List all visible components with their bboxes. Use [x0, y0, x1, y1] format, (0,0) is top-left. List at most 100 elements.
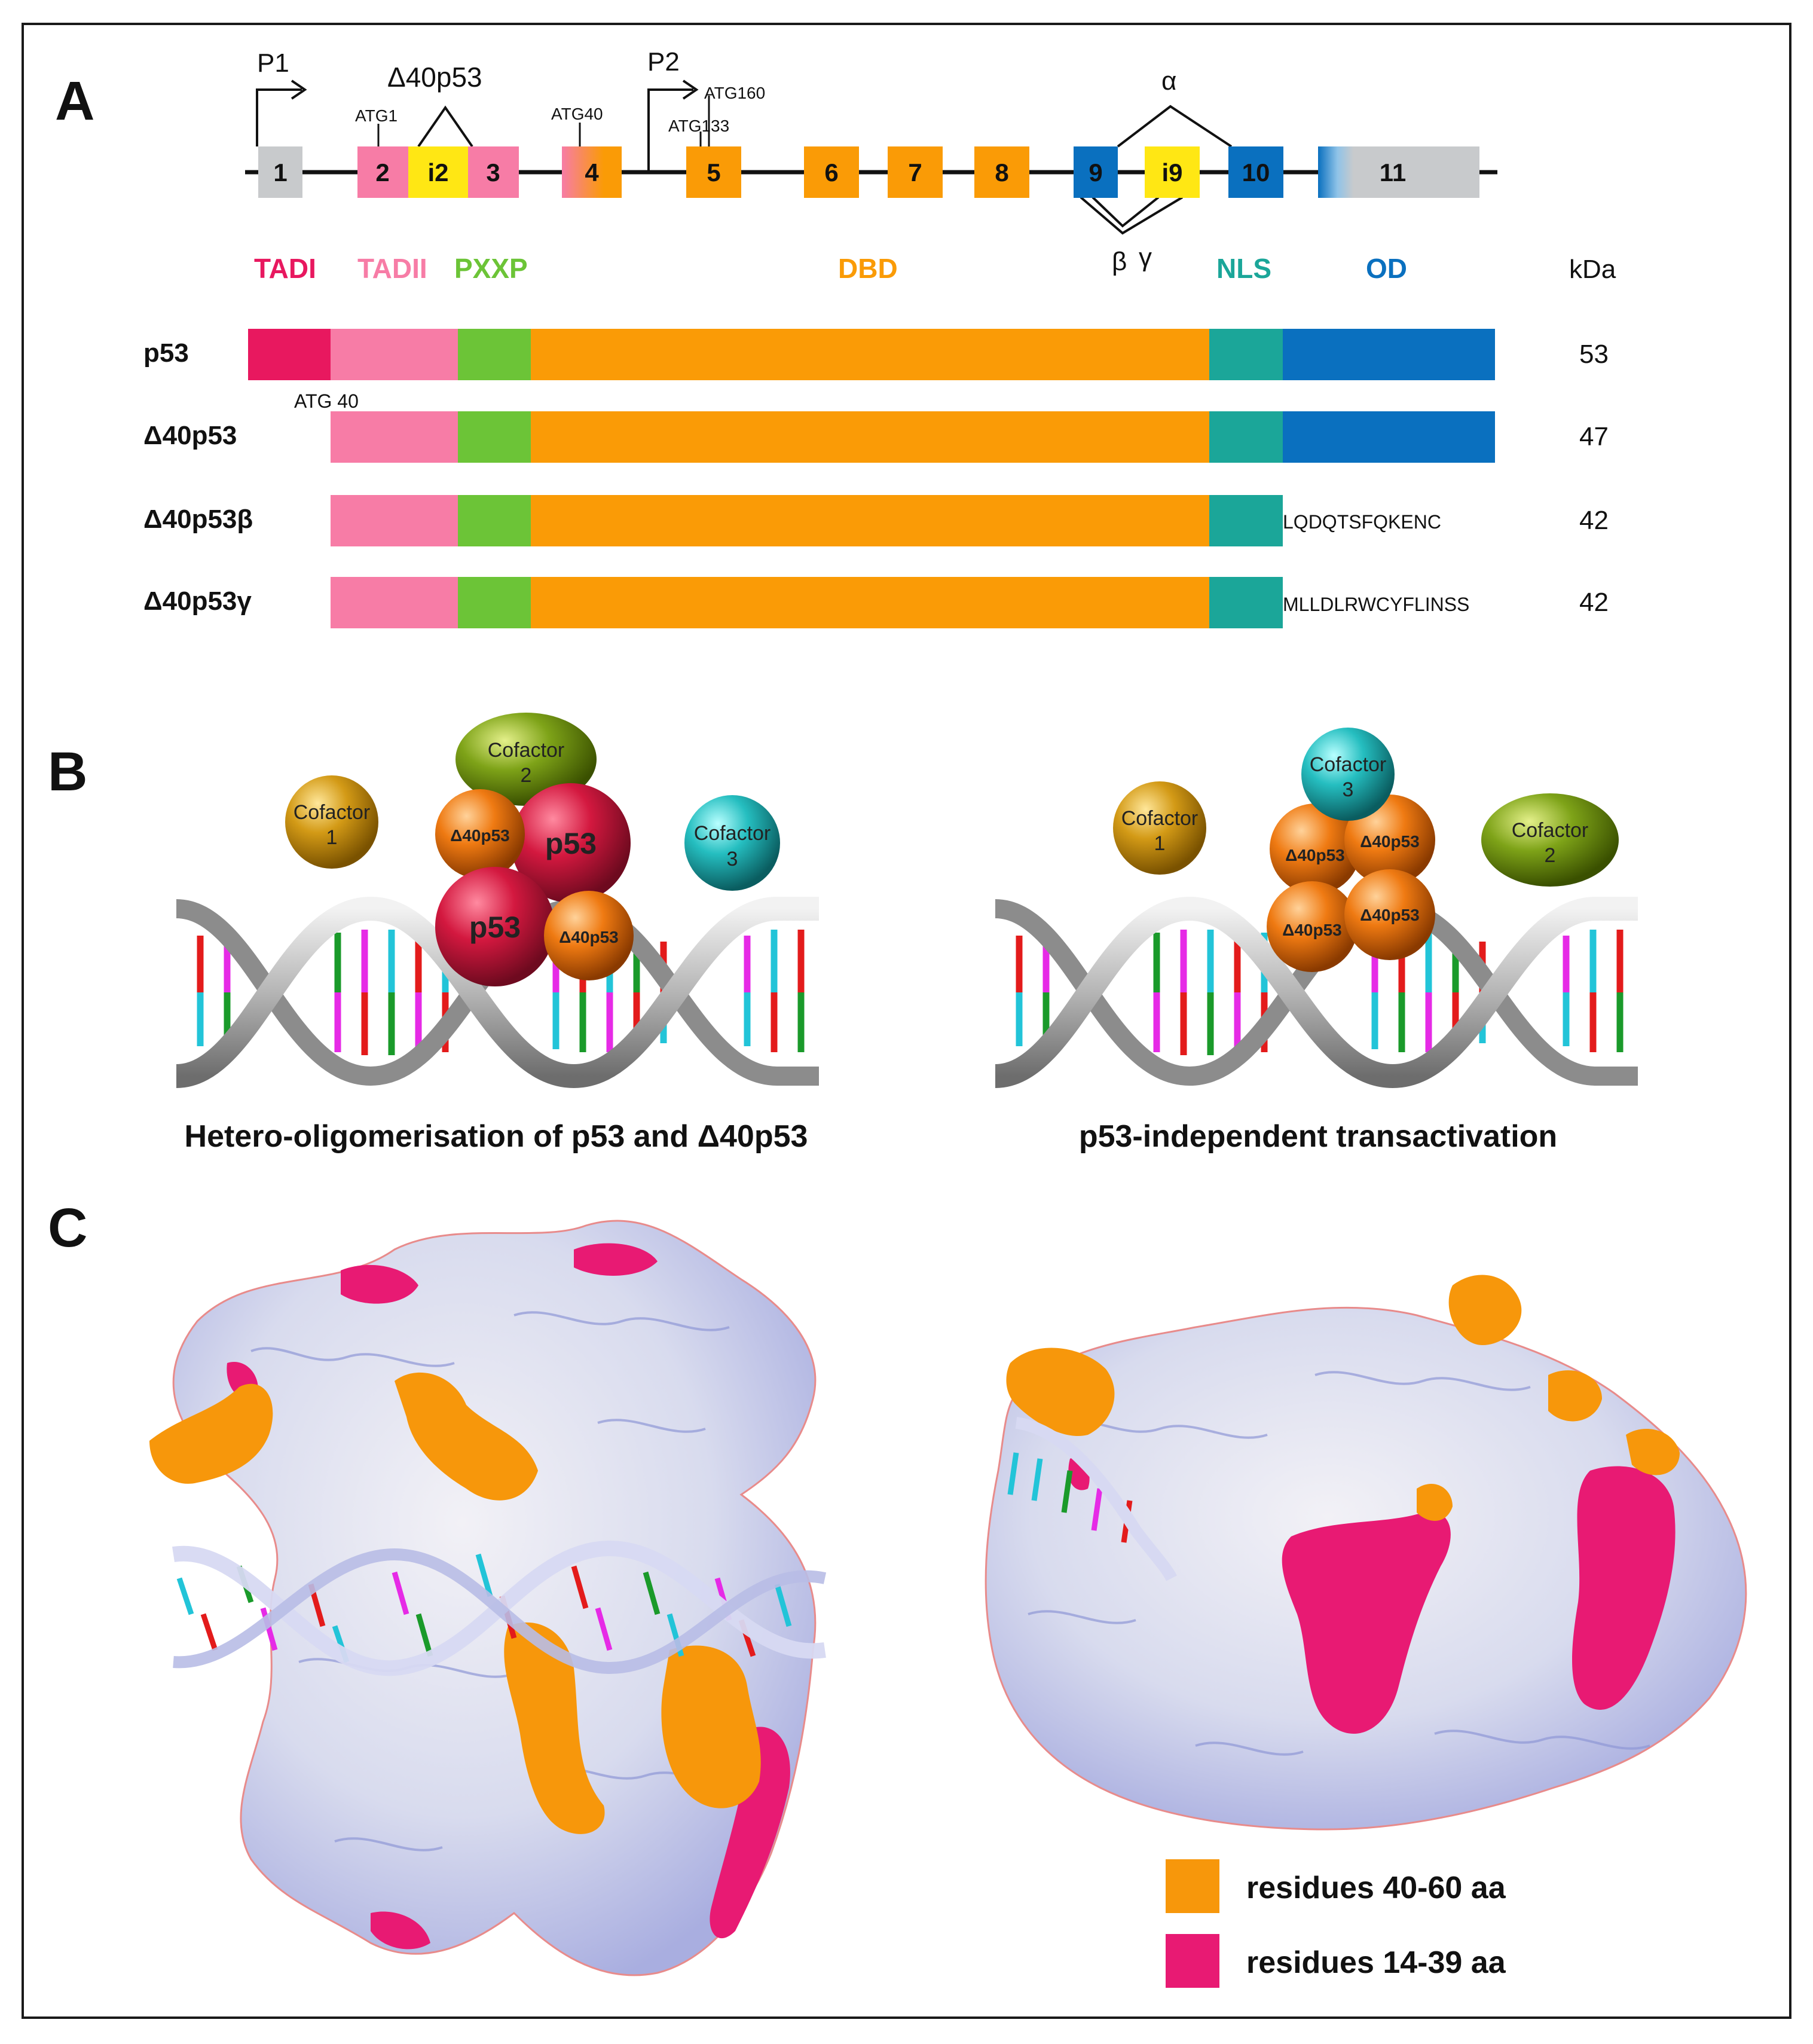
atg40-isoform-label: ATG 40: [294, 390, 359, 412]
caption-right: p53-independent transactivation: [1079, 1119, 1557, 1154]
promoter-p1-arrowhead: [291, 80, 307, 100]
splice-delta40: [417, 105, 473, 148]
exon-label-2: 2: [375, 158, 389, 187]
exon-8: [974, 146, 1029, 198]
cofactor-text: Cofactor: [1121, 807, 1199, 830]
dna-helix-right: [994, 896, 1638, 1089]
panel-a: A P1 P2 Δ40p53 α β γ ATG1 ATG40 ATG160 A…: [55, 47, 1616, 628]
domain-label-tad2: TADII: [357, 253, 427, 284]
isoform-delta40p53-gamma: Δ40p53γ MLLDLRWCYFLINSS 42: [143, 577, 1609, 628]
splice-gamma: [1080, 196, 1184, 235]
p53-ball-lower: p53: [435, 867, 555, 986]
caption-left: Hetero-oligomerisation of p53 and Δ40p53: [185, 1119, 808, 1154]
dna-right-protein: [1007, 1417, 1177, 1581]
p53-label: p53: [545, 827, 597, 860]
bar-nls: [1209, 411, 1283, 463]
exon-label-7: 7: [908, 158, 922, 187]
bar-tad2: [331, 411, 458, 463]
domain-label-pxxp: PXXP: [454, 253, 528, 284]
surface-texture: [1028, 1371, 1650, 1756]
domain-labels: TADI TADII PXXP DBD NLS OD: [254, 253, 1407, 284]
bar-od: [1283, 329, 1495, 380]
cofactor-number: 2: [1545, 844, 1556, 867]
delta40p53-ball-4: Δ40p53: [1344, 869, 1435, 960]
domain-label-nls: NLS: [1216, 253, 1271, 284]
cofactor-3-left: Cofactor 3: [684, 795, 780, 891]
isoform-delta40p53-beta: Δ40p53β LQDQTSFQKENC 42: [143, 495, 1609, 546]
delta40p53-label: Δ40p53: [1360, 832, 1420, 851]
isoform-tail-sequence: LQDQTSFQKENC: [1283, 511, 1441, 533]
cofactor-number: 1: [326, 826, 338, 849]
promoter-p2-arrow: [647, 88, 693, 172]
atg160-label: ATG160: [704, 84, 765, 102]
figure-border: [22, 23, 1791, 2019]
exon-9: [1074, 146, 1118, 198]
bar-dbd: [531, 577, 1209, 628]
panel-label-c: C: [48, 1197, 87, 1258]
exon-label-8: 8: [995, 158, 1008, 187]
delta40p53-label: Δ40p53: [1282, 921, 1342, 939]
exon-label-3: 3: [486, 158, 500, 187]
highlight-14-39-right: [1068, 1458, 1676, 1734]
dna-strand-front: [175, 896, 819, 1089]
exon-boxes: [258, 146, 1479, 198]
splice-beta: [1092, 196, 1160, 228]
delta40p53-ball-lower: Δ40p53: [544, 891, 634, 980]
isoform-kda: 47: [1579, 422, 1609, 451]
isoform-p53: p53 53: [143, 329, 1609, 380]
cofactor-text: Cofactor: [1512, 819, 1589, 842]
exon-label-10: 10: [1242, 158, 1270, 187]
domain-label-dbd: DBD: [838, 253, 898, 284]
domain-label-tad1: TADI: [254, 253, 316, 284]
delta40p53-label: Δ40p53: [450, 826, 510, 845]
bar-tad2: [331, 495, 458, 546]
cofactor-1-left: Cofactor 1: [285, 775, 378, 869]
legend-swatch-40-60: [1166, 1859, 1219, 1913]
splice-delta40-label: Δ40p53: [387, 62, 482, 93]
exon-label-1: 1: [273, 158, 287, 187]
bar-tad2: [331, 577, 458, 628]
exon-i9: [1145, 146, 1200, 198]
delta40p53-label: Δ40p53: [1360, 906, 1420, 924]
promoter-p2-arrowhead: [682, 80, 699, 100]
cofactor-number: 2: [521, 764, 532, 787]
kda-header: kDa: [1569, 255, 1616, 284]
cofactor-text: Cofactor: [1310, 753, 1387, 776]
protein-surface-right: [985, 1275, 1747, 1831]
panel-b: B: [48, 713, 1638, 1154]
bar-pxxp: [458, 329, 531, 380]
exon-2: [357, 146, 408, 198]
exon-5: [686, 146, 741, 198]
exon-10: [1228, 146, 1283, 198]
isoform-name: Δ40p53γ: [143, 586, 252, 616]
legend: residues 40-60 aa residues 14-39 aa: [1166, 1859, 1506, 1988]
bar-tad2: [331, 329, 458, 380]
legend-label-40-60: residues 40-60 aa: [1246, 1871, 1506, 1905]
exon-label-11: 11: [1380, 158, 1406, 187]
panel-c: C: [48, 1197, 1747, 1988]
highlight-14-39-left: [227, 1243, 790, 1950]
promoter-p1-label: P1: [257, 48, 289, 78]
delta40p53-ball-2: Δ40p53: [1344, 795, 1435, 885]
complex-left: Cofactor 1 Cofactor 2 Cofactor 3 p53 Δ40…: [285, 713, 780, 986]
isoform-delta40p53: Δ40p53 47: [143, 411, 1609, 463]
highlight-40-60-left: [149, 1372, 761, 1834]
exon-i2: [408, 146, 468, 198]
highlight-40-60-right: [1006, 1275, 1680, 1521]
p53-label: p53: [469, 911, 521, 944]
delta40p53-label: Δ40p53: [1285, 846, 1345, 864]
dna-strand-front: [994, 896, 1638, 1089]
exon-label-6: 6: [824, 158, 838, 187]
exon-label-i9: i9: [1161, 158, 1182, 187]
cofactor-text: Cofactor: [488, 739, 565, 762]
bar-dbd: [531, 329, 1209, 380]
cofactor-text: Cofactor: [694, 822, 771, 845]
delta40p53-label: Δ40p53: [559, 928, 619, 946]
atg40-gene-label: ATG40: [551, 105, 603, 123]
p53-ball-upper: p53: [511, 783, 631, 903]
exon-label-9: 9: [1089, 158, 1102, 187]
bar-dbd: [531, 495, 1209, 546]
cofactor-3-right: Cofactor 3: [1301, 728, 1395, 821]
panel-label-b: B: [48, 741, 87, 802]
